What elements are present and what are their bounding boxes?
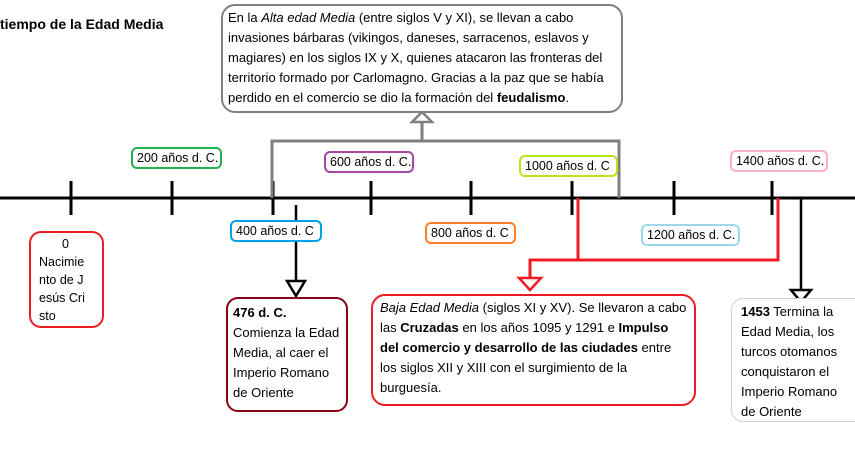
alta-text-2: Alta edad Media: [261, 10, 356, 25]
baja-edad-media-box: Baja Edad Media (siglos XI y XV). Se lle…: [371, 294, 696, 406]
birth-year: 0: [62, 237, 69, 251]
alta-text-1: En la: [228, 10, 262, 25]
baja-text-2: (siglos XI y XV). Se llevaron a cabo las: [380, 300, 687, 335]
year-1453-box: 1453 Termina la Edad Media, los turcos o…: [731, 298, 855, 422]
date-label-1200: 1200 años d. C.: [641, 224, 740, 246]
alta-arrow-head: [408, 110, 436, 124]
date-label-800: 800 años d. C: [425, 222, 516, 244]
baja-text-1: Baja Edad Media: [380, 300, 480, 315]
year-476-title: 476 d. C.: [233, 305, 287, 320]
birth-box: 0 Nacimiento de Jesús Cristo: [29, 231, 104, 328]
baja-stem: [528, 258, 578, 278]
date-label-600: 600 años d. C.: [324, 151, 414, 173]
baja-text-6: entre los siglos XII y XIII con el surgi…: [380, 340, 672, 395]
date-label-1400: 1400 años d. C.: [730, 150, 828, 172]
alta-text-5: .: [565, 90, 570, 105]
baja-text-5: Impulso del comercio y desarrollo de las…: [380, 320, 669, 355]
arrow-1453-head: [788, 288, 814, 304]
arrow-476-head: [284, 279, 308, 299]
alta-edad-media-box: En la Alta edad Media (entre siglos V y …: [221, 4, 623, 113]
year-476-box: 476 d. C. Comienza la Edad Media, al cae…: [226, 297, 348, 412]
baja-bracket: [576, 198, 780, 262]
alta-text-3: (entre siglos V y XI), se llevan a cabo …: [228, 10, 604, 105]
birth-text: Nacimiento de Jesús Cristo: [39, 255, 85, 323]
year-1453-title: 1453: [741, 304, 770, 319]
baja-text-4: en los años 1095 y 1291 e: [458, 320, 619, 335]
baja-text-3: Cruzadas: [400, 320, 459, 335]
diagram-title: tiempo de la Edad Media: [0, 16, 164, 32]
date-label-1000: 1000 años d. C: [519, 155, 618, 177]
alta-bracket: [270, 139, 621, 198]
date-label-400: 400 años d. C: [230, 220, 322, 242]
year-1453-text: Termina la Edad Media, los turcos otoman…: [741, 304, 838, 419]
alta-text-4: feudalismo: [496, 90, 566, 105]
year-476-text: Comienza la Edad Media, al caer el Imper…: [233, 325, 340, 400]
date-label-200: 200 años d. C.: [131, 147, 222, 169]
baja-arrow-head: [516, 276, 544, 292]
